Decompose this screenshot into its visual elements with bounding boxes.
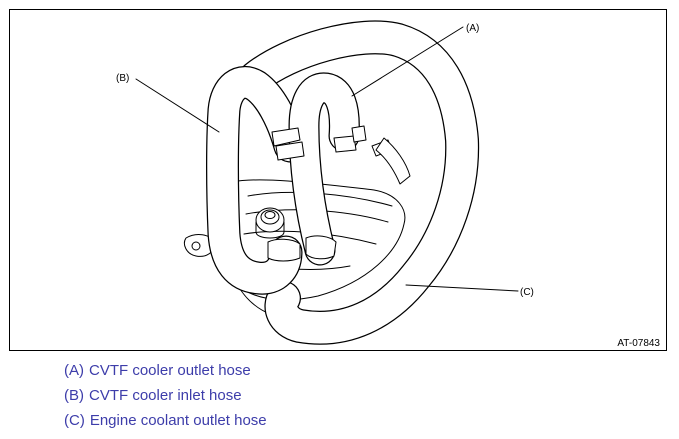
- callout-c-leader: [405, 284, 519, 292]
- legend-list: (A) CVTF cooler outlet hose (B) CVTF coole…: [64, 362, 267, 437]
- legend-item: (C)Engine coolant outlet hose: [64, 412, 267, 437]
- callout-b-leader: [135, 78, 220, 133]
- cvtf-cooler-outlet-hose: [288, 72, 360, 266]
- legend-text: CVTF cooler inlet hose: [89, 387, 242, 404]
- legend-text: Engine coolant outlet hose: [89, 412, 267, 429]
- cvtf-cooler-inlet-hose: [206, 66, 307, 295]
- figure-id: AT-07843: [617, 338, 660, 349]
- legend-text: CVTF cooler outlet hose: [89, 362, 251, 379]
- callout-leaders: [135, 26, 519, 292]
- figure-frame: [9, 9, 667, 351]
- callout-a-leader: [351, 26, 464, 97]
- callout-c-label: (C): [520, 287, 534, 298]
- hose-clamps: [267, 125, 411, 262]
- legend-item: (A) CVTF cooler outlet hose: [64, 362, 267, 387]
- legend-item: (B) CVTF cooler inlet hose: [64, 387, 267, 412]
- legend-key: (A): [64, 362, 84, 379]
- legend-key: (C): [64, 412, 85, 429]
- callout-b-label: (B): [116, 73, 129, 84]
- engine-coolant-outlet-hose: [238, 20, 480, 345]
- legend-key: (B): [64, 387, 84, 404]
- central-fitting: [255, 207, 285, 239]
- callout-a-label: (A): [466, 23, 479, 34]
